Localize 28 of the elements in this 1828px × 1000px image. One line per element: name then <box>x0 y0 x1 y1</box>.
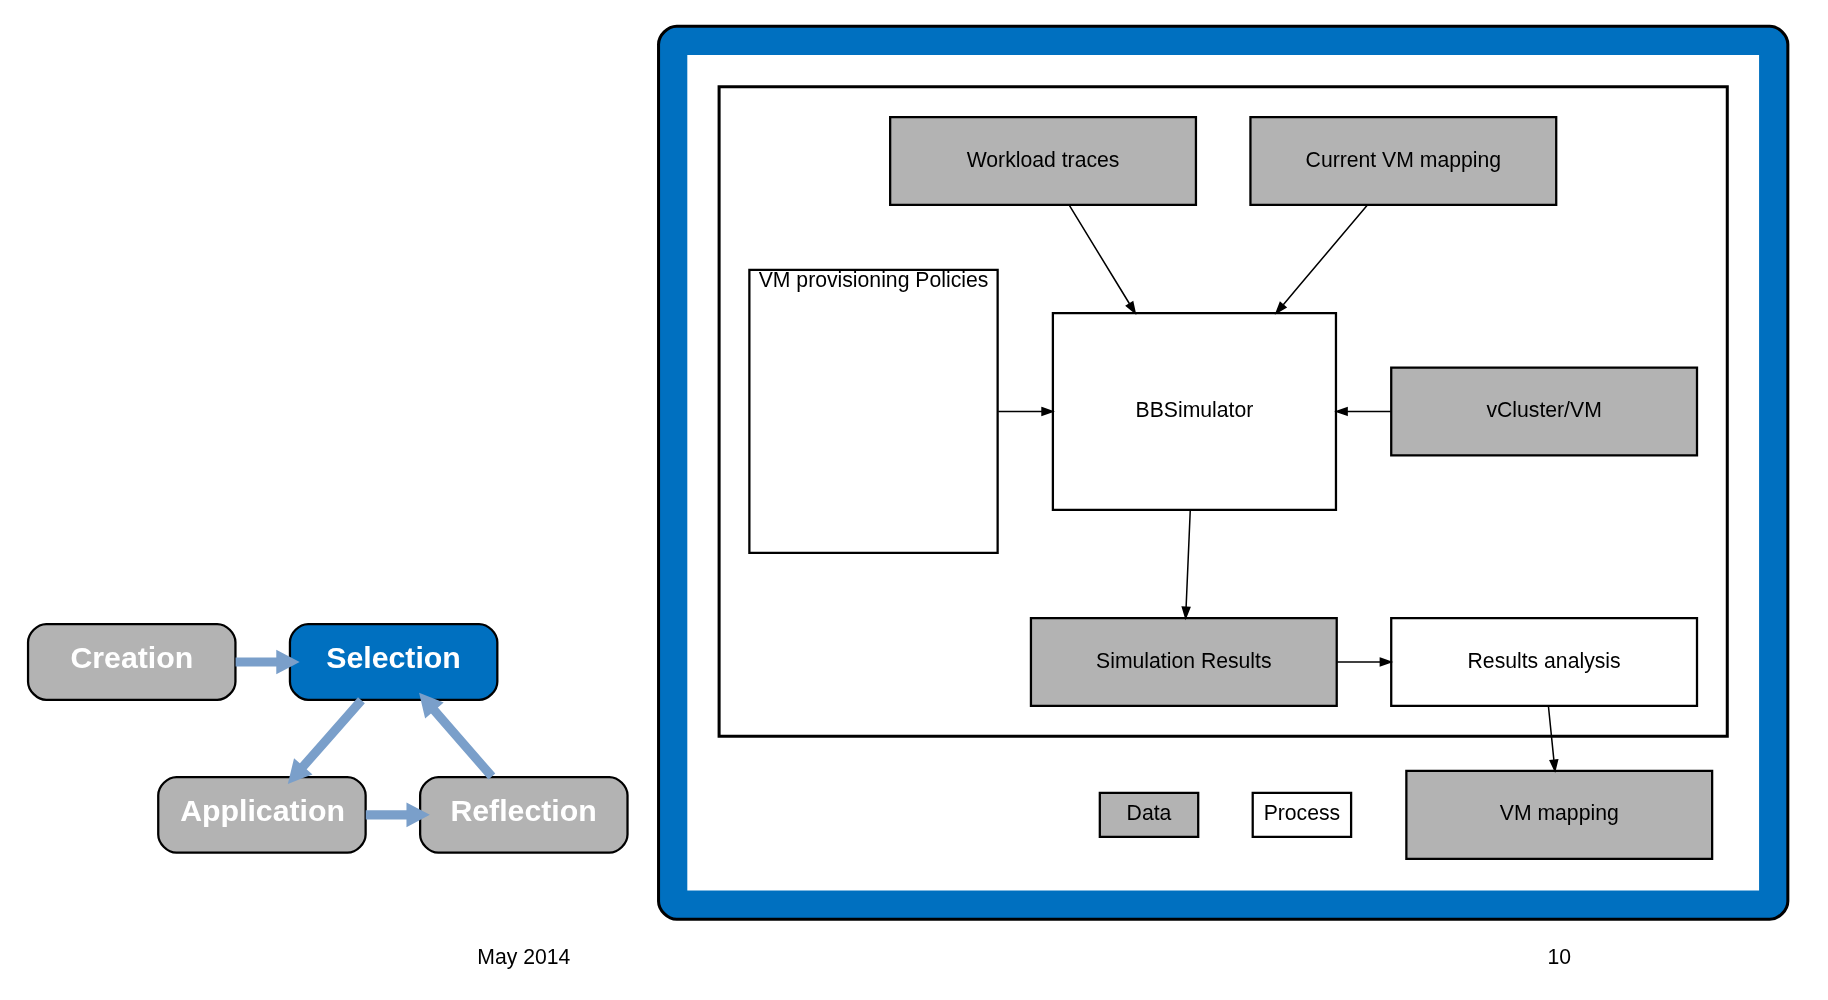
arrow <box>1336 657 1394 667</box>
node-box: Simulation Results <box>1029 616 1338 707</box>
legend-label: Process <box>1263 801 1341 825</box>
arrow <box>1181 509 1192 621</box>
node-box: Workload traces <box>889 115 1198 206</box>
legend-label: Data <box>1126 801 1172 825</box>
arrow <box>1068 204 1137 315</box>
arrow <box>997 406 1055 417</box>
label: May 2014 <box>477 945 571 969</box>
node-box: VM mapping <box>1405 769 1714 860</box>
node-box: BBSimulator <box>1051 311 1338 511</box>
node-box: Reflection <box>419 775 629 854</box>
arrow <box>287 697 365 784</box>
node-box: Current VM mapping <box>1249 115 1558 206</box>
arrow <box>1547 705 1559 773</box>
arrow <box>419 692 496 780</box>
arrow <box>365 802 430 828</box>
node-box: Application <box>157 775 367 854</box>
node-box: Creation <box>26 623 237 701</box>
node-box: VM provisioning Policies <box>748 268 999 555</box>
arrow <box>1334 406 1392 417</box>
node-box: Selection <box>288 623 499 701</box>
cluster <box>717 85 1729 738</box>
arrow <box>1274 204 1369 315</box>
label: 10 <box>1547 945 1572 969</box>
node-box: Results analysis <box>1390 616 1699 707</box>
arrow <box>235 649 300 675</box>
node-box: vCluster/VM <box>1390 366 1699 457</box>
